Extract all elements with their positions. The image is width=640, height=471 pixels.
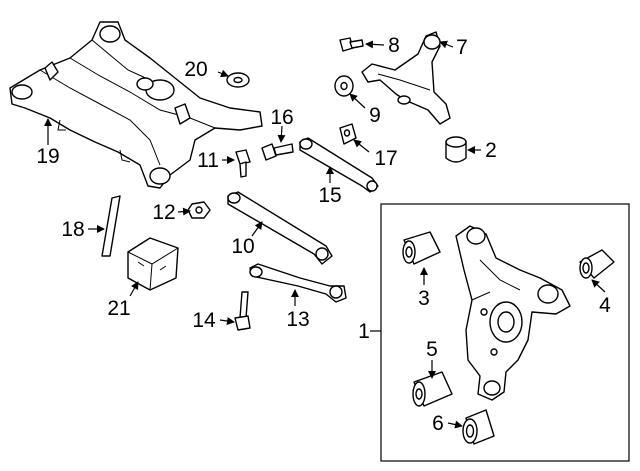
callout-18: 18: [61, 218, 84, 241]
callout-11: 11: [197, 149, 219, 172]
part-bolt-16: [261, 143, 294, 161]
leader-17: [353, 139, 370, 153]
leader-14: [219, 317, 235, 325]
callout-labels: 19 20 8 7 9 2 16 17 11 15 12 10 18 21 13…: [36, 34, 611, 435]
part-washer-9: [334, 75, 354, 97]
callout-17: 17: [374, 147, 397, 170]
part-bushing-5: [412, 371, 453, 407]
leader-20: [217, 69, 229, 78]
leader-7: [439, 40, 454, 49]
part-subframe: [9, 21, 263, 189]
leader-lines: [44, 40, 606, 429]
leader-21: [129, 281, 139, 297]
part-upper-control-arm: [361, 31, 451, 125]
callout-19: 19: [36, 145, 59, 168]
part-module-21: [127, 237, 179, 291]
callout-14: 14: [192, 309, 216, 332]
callout-4: 4: [599, 294, 611, 317]
part-bushing-6: [462, 409, 495, 445]
part-bracket-17: [339, 123, 357, 145]
callout-16: 16: [270, 106, 293, 129]
callout-2: 2: [485, 139, 497, 162]
callout-8: 8: [388, 34, 400, 57]
part-nut-12: [187, 201, 211, 219]
part-bushing-2: [445, 136, 467, 163]
leader-4: [591, 279, 606, 293]
part-bolt-8: [339, 37, 364, 52]
callout-15: 15: [318, 184, 341, 207]
leader-8: [365, 40, 385, 49]
leader-12: [177, 207, 191, 216]
knuckle-inset-box: [380, 203, 630, 462]
part-bushing-4: [579, 249, 615, 279]
leader-10: [251, 221, 263, 237]
leader-6: [447, 420, 463, 429]
callout-9: 9: [369, 104, 381, 127]
callout-13: 13: [286, 308, 309, 331]
part-bolt-11: [235, 149, 251, 178]
part-link-13: [249, 263, 347, 303]
part-plate-18: [101, 195, 121, 257]
leader-9: [349, 93, 366, 109]
callout-5: 5: [426, 338, 438, 361]
callout-1: 1: [358, 320, 370, 343]
callout-3: 3: [418, 287, 430, 310]
callout-21: 21: [107, 297, 130, 320]
part-link-15: [299, 137, 379, 193]
callout-20: 20: [184, 58, 207, 81]
callout-10: 10: [231, 235, 254, 258]
callout-12: 12: [152, 201, 175, 224]
part-bolt-14: [234, 291, 251, 331]
part-bushing-3: [402, 231, 441, 265]
callout-6: 6: [432, 412, 444, 435]
part-link-10: [227, 191, 333, 265]
callout-7: 7: [456, 36, 468, 59]
part-washer-20: [226, 72, 250, 88]
leader-16: [277, 125, 286, 143]
part-knuckle: [455, 225, 571, 401]
